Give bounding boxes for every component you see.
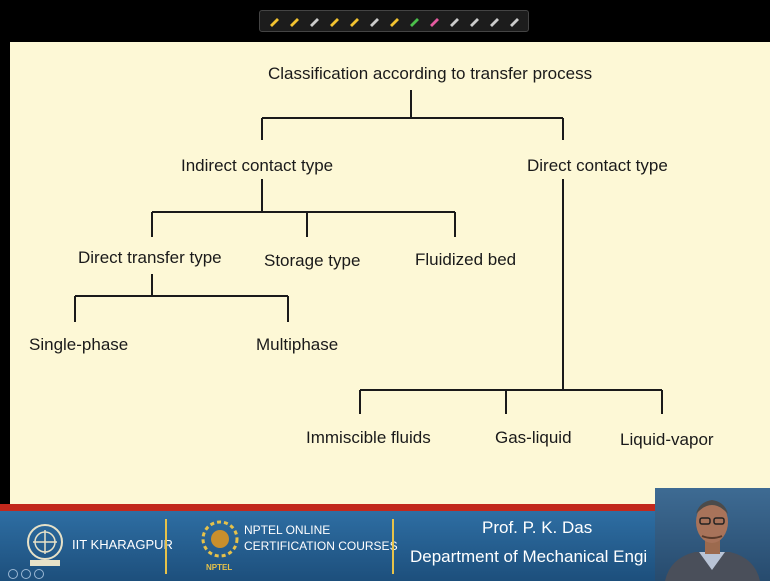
node-gas-liquid: Gas-liquid [495, 428, 572, 447]
arrow-right-icon[interactable] [348, 15, 360, 27]
pointer-icon[interactable] [268, 15, 280, 27]
green-pen-icon[interactable] [408, 15, 420, 27]
footer-divider-2 [392, 519, 394, 574]
node-root: Classification according to transfer pro… [268, 64, 593, 83]
nptel-logo-icon [201, 520, 239, 558]
presenter-figure [665, 500, 760, 581]
footer-accent-stripe [0, 504, 770, 511]
nav-prev-icon[interactable] [8, 569, 18, 579]
node-direct-contact: Direct contact type [527, 156, 668, 175]
node-liquid-vapor: Liquid-vapor [620, 430, 714, 449]
presenter-webcam [655, 488, 770, 581]
footer-banner: IIT KHARAGPUR NPTEL NPTEL ONLINE CERTIFI… [0, 511, 770, 581]
node-multiphase: Multiphase [256, 335, 339, 354]
footer-divider-1 [165, 519, 167, 574]
nav-next-icon[interactable] [21, 569, 31, 579]
nav-menu-icon[interactable] [34, 569, 44, 579]
node-immiscible-fluids: Immiscible fluids [306, 428, 431, 447]
node-direct-transfer: Direct transfer type [78, 248, 222, 267]
tree-connectors [74, 90, 663, 414]
iit-kharagpur-logo-icon [27, 524, 63, 566]
annotation-toolbar [259, 10, 529, 32]
clear-icon[interactable] [508, 15, 520, 27]
nptel-line-2: CERTIFICATION COURSES [244, 539, 398, 553]
pink-pen-icon[interactable] [428, 15, 440, 27]
marker-icon[interactable] [388, 15, 400, 27]
nptel-line-1: NPTEL ONLINE [244, 523, 331, 537]
laser-icon[interactable] [448, 15, 460, 27]
node-indirect-contact: Indirect contact type [181, 156, 334, 175]
node-fluidized-bed: Fluidized bed [415, 250, 517, 269]
top-bar [0, 0, 770, 42]
professor-name: Prof. P. K. Das [482, 518, 593, 537]
slide-nav-controls[interactable] [8, 569, 68, 579]
box-icon[interactable] [488, 15, 500, 27]
arrow-left-icon[interactable] [328, 15, 340, 27]
institute-name: IIT KHARAGPUR [72, 537, 173, 552]
highlighter-icon[interactable] [368, 15, 380, 27]
node-single-phase: Single-phase [29, 335, 129, 354]
nptel-tag: NPTEL [206, 563, 233, 572]
node-storage: Storage type [264, 251, 361, 270]
eraser-icon[interactable] [308, 15, 320, 27]
line-icon[interactable] [468, 15, 480, 27]
department-name: Department of Mechanical Engi [410, 547, 648, 566]
pen-icon[interactable] [288, 15, 300, 27]
slide: Classification according to transfer pro… [10, 42, 770, 504]
